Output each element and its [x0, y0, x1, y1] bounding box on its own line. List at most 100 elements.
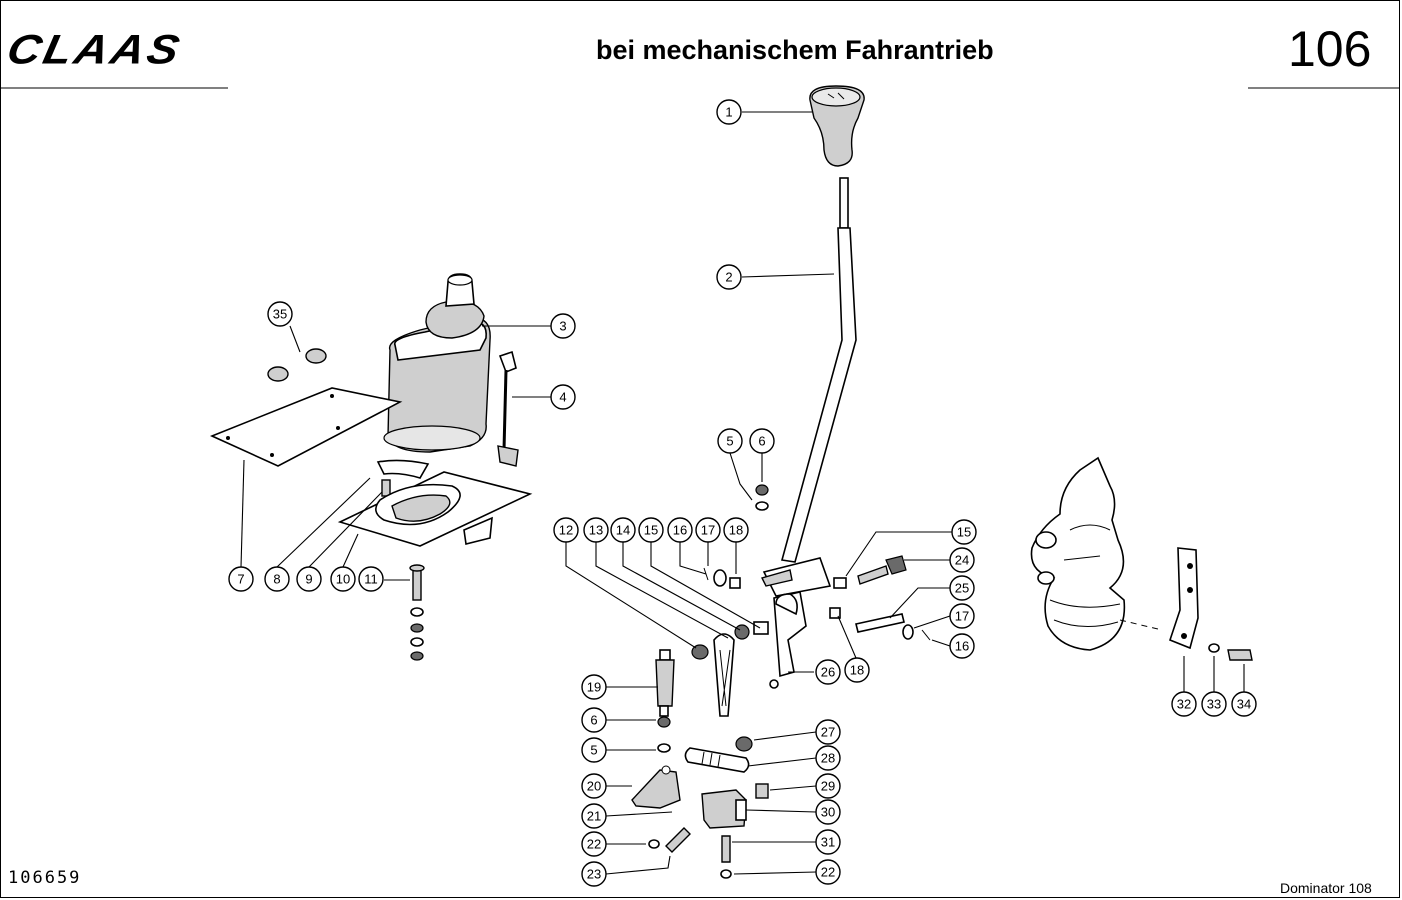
callout-26: 26	[815, 659, 841, 685]
callout-10: 10	[330, 566, 356, 592]
hydraulic-valve	[1030, 456, 1126, 651]
callout-5-bottom: 5	[581, 737, 607, 763]
callout-2: 2	[716, 264, 742, 290]
callout-9: 9	[296, 566, 322, 592]
page-number: 106	[1288, 21, 1372, 77]
mounting-bracket	[1169, 547, 1199, 650]
callout-29: 29	[815, 773, 841, 799]
callout-number: 1	[725, 105, 732, 120]
bolt-23	[665, 827, 691, 853]
callout-number: 6	[590, 713, 597, 728]
washer-33	[1208, 643, 1220, 653]
nut-top	[755, 484, 769, 496]
callout-number: 15	[644, 523, 658, 538]
shim	[376, 459, 430, 479]
small-bolt	[381, 479, 391, 497]
callout-15-right: 15	[951, 519, 977, 545]
callout-number: 6	[758, 434, 765, 449]
callout-number: 16	[673, 523, 687, 538]
lever-cover	[383, 273, 491, 453]
nut-6	[657, 716, 671, 728]
callout-17-left: 17	[695, 517, 721, 543]
callout-number: 24	[955, 553, 969, 568]
callout-1: 1	[716, 99, 742, 125]
sleeve-29	[755, 783, 769, 799]
callout-number: 21	[587, 809, 601, 824]
callout-number: 17	[955, 609, 969, 624]
callout-number: 5	[590, 743, 597, 758]
callout-16-left: 16	[667, 517, 693, 543]
callout-number: 28	[821, 751, 835, 766]
bolt-34	[1227, 649, 1253, 661]
callout-31: 31	[815, 829, 841, 855]
callout-number: 9	[305, 572, 312, 587]
model-name: Dominator 108	[1280, 880, 1372, 896]
callout-number: 7	[237, 572, 244, 587]
callout-number: 17	[701, 523, 715, 538]
callout-number: 8	[273, 572, 280, 587]
cover-plate	[209, 387, 403, 467]
callout-number: 22	[821, 865, 835, 880]
callout-27: 27	[815, 719, 841, 745]
callout-number: 35	[273, 307, 287, 322]
callout-28: 28	[815, 745, 841, 771]
callout-number: 18	[729, 523, 743, 538]
callout-18-left: 18	[723, 517, 749, 543]
callout-number: 34	[1237, 697, 1251, 712]
callout-14: 14	[610, 517, 636, 543]
bolt-31	[721, 835, 731, 863]
callout-23: 23	[581, 861, 607, 887]
gasket-plate	[337, 471, 533, 547]
callout-7: 7	[228, 566, 254, 592]
callout-3: 3	[550, 313, 576, 339]
washer-5	[657, 743, 671, 753]
callout-30: 30	[815, 799, 841, 825]
callout-number: 26	[821, 665, 835, 680]
leader-lines	[240, 111, 1245, 875]
callout-18-right: 18	[844, 657, 870, 683]
callout-25: 25	[949, 575, 975, 601]
callout-16-right: 16	[949, 633, 975, 659]
linkage-rod	[497, 350, 519, 467]
callout-4: 4	[550, 384, 576, 410]
callout-number: 25	[955, 581, 969, 596]
washer-22b	[720, 869, 732, 879]
callout-number: 16	[955, 639, 969, 654]
pivot-assembly	[703, 555, 931, 689]
callout-24: 24	[949, 547, 975, 573]
callout-number: 27	[821, 725, 835, 740]
callout-19: 19	[581, 674, 607, 700]
plugs	[267, 348, 327, 382]
callout-number: 31	[821, 835, 835, 850]
callout-17-right: 17	[949, 603, 975, 629]
callout-11: 11	[358, 566, 384, 592]
callout-number: 14	[616, 523, 630, 538]
callout-33: 33	[1201, 691, 1227, 717]
callout-13: 13	[583, 517, 609, 543]
callout-number: 10	[336, 572, 350, 587]
callout-number: 30	[821, 805, 835, 820]
callout-number: 32	[1177, 697, 1191, 712]
washer-top	[755, 501, 769, 511]
callout-6-top: 6	[749, 428, 775, 454]
bolt-stack	[409, 564, 425, 661]
callout-8: 8	[264, 566, 290, 592]
callout-labels: 1 2 3 4 35 5 6 7 8 9 10 11 12 13 14 15 1…	[228, 99, 1257, 887]
callout-5-top: 5	[717, 428, 743, 454]
callout-number: 13	[589, 523, 603, 538]
gear-lever	[760, 177, 857, 597]
rod-end	[655, 649, 675, 717]
clip-30	[701, 789, 747, 829]
callout-32: 32	[1171, 691, 1197, 717]
nut-12	[691, 644, 709, 660]
callout-12: 12	[553, 517, 579, 543]
callout-number: 15	[957, 525, 971, 540]
callout-15-left: 15	[638, 517, 664, 543]
callout-21: 21	[581, 803, 607, 829]
callout-22-right: 22	[815, 859, 841, 885]
callout-20: 20	[581, 773, 607, 799]
callout-34: 34	[1231, 691, 1257, 717]
callout-number: 23	[587, 867, 601, 882]
